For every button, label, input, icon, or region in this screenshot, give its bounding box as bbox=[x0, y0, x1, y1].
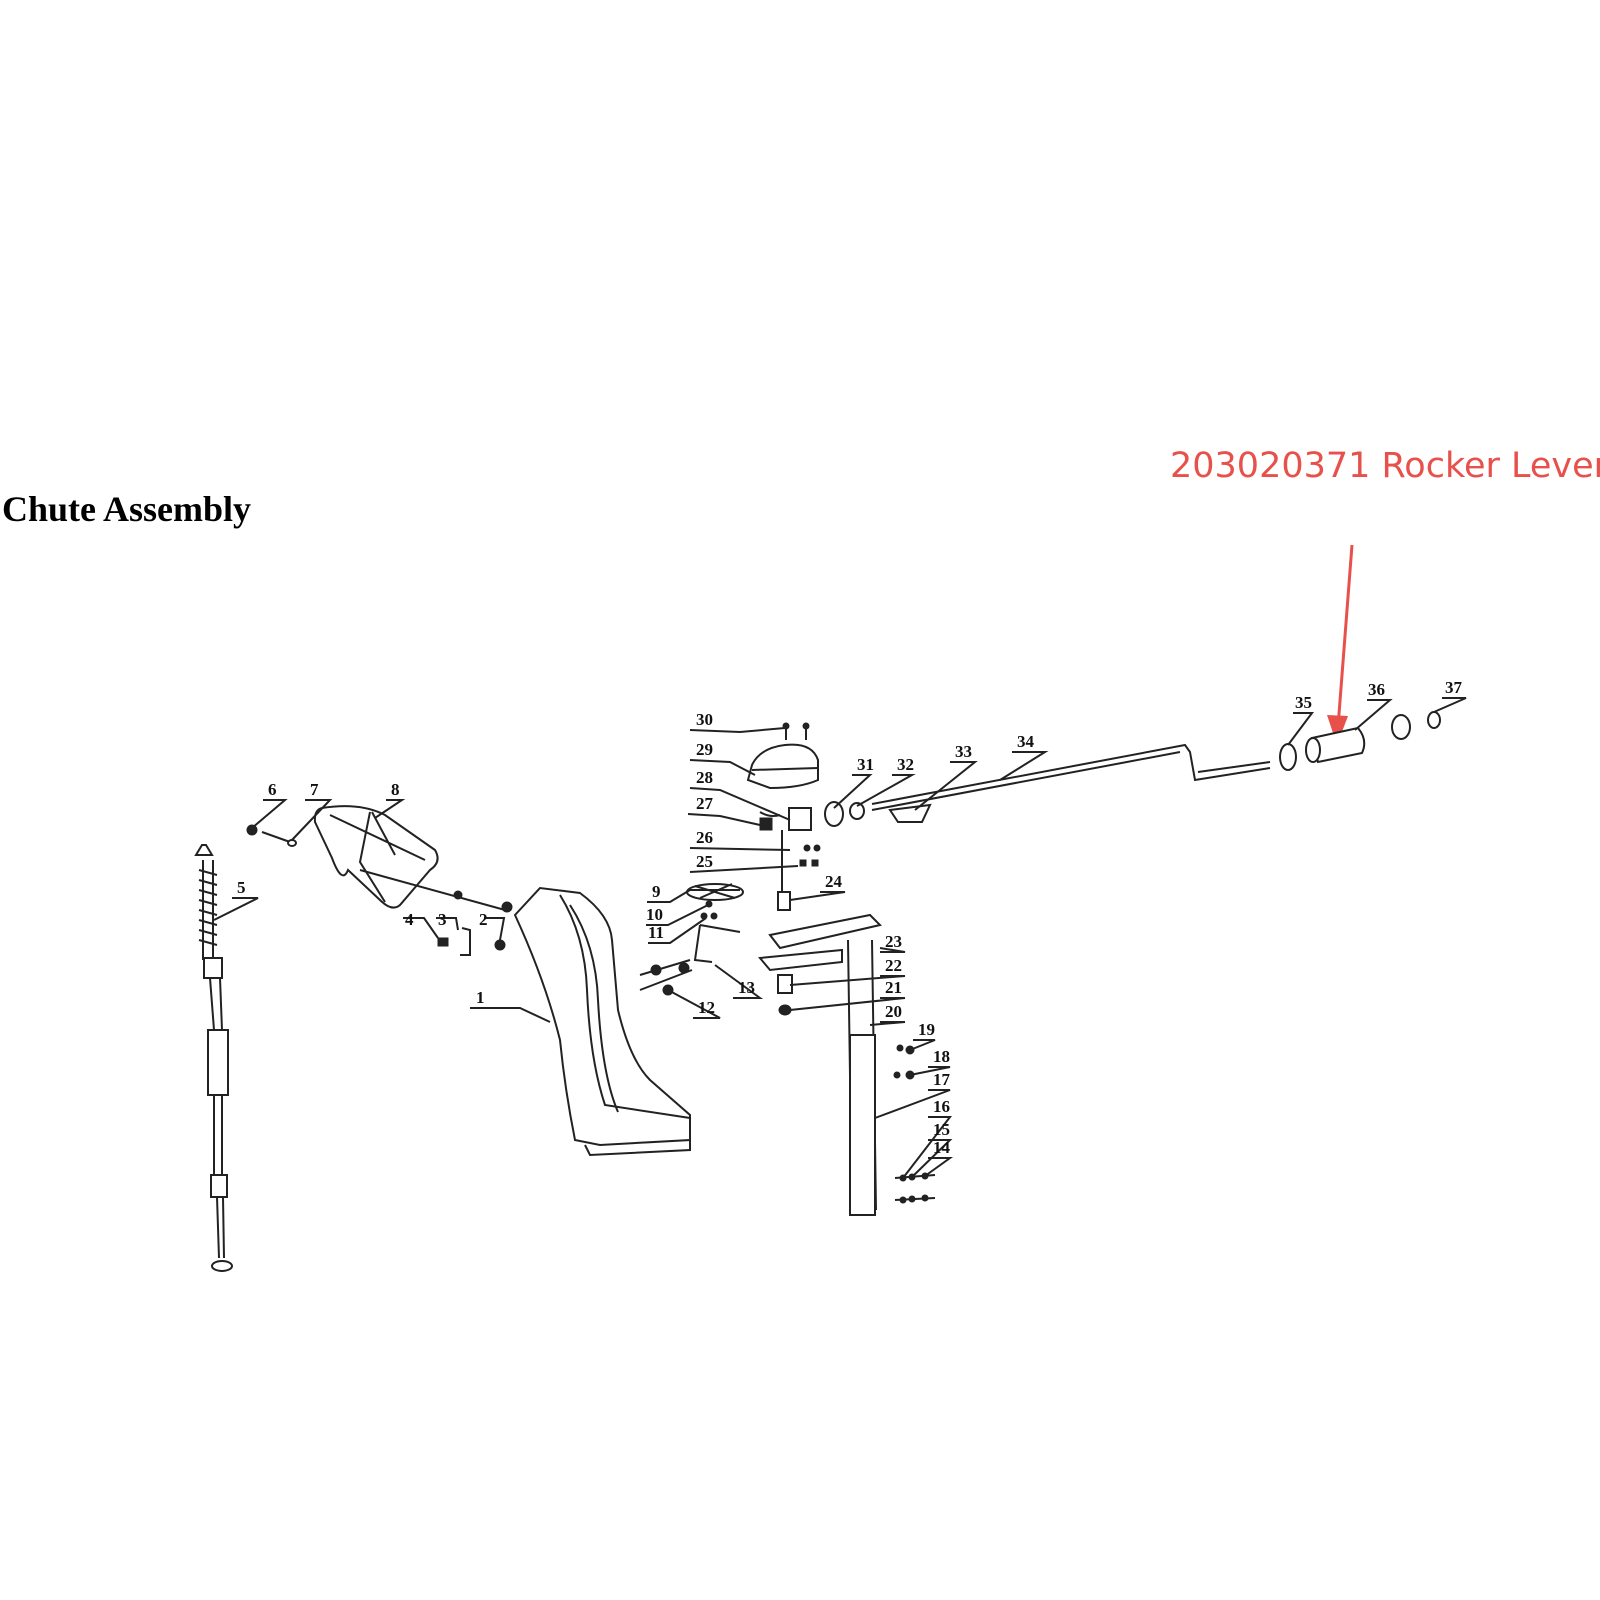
callout-label: 203020371 Rocker Lever bbox=[1170, 446, 1600, 486]
part-label-28: 28 bbox=[696, 768, 713, 787]
part-label-34: 34 bbox=[1017, 732, 1035, 751]
part-label-36: 36 bbox=[1368, 680, 1385, 699]
part-label-35: 35 bbox=[1295, 693, 1312, 712]
part-label-5: 5 bbox=[237, 878, 246, 897]
part-label-2: 2 bbox=[479, 910, 488, 929]
part-label-19: 19 bbox=[918, 1020, 935, 1039]
part-label-3: 3 bbox=[438, 910, 447, 929]
part-label-18: 18 bbox=[933, 1047, 950, 1066]
part-label-4: 4 bbox=[405, 910, 414, 929]
part-label-8: 8 bbox=[391, 780, 400, 799]
part-label-12: 12 bbox=[698, 998, 715, 1017]
part-label-30: 30 bbox=[696, 710, 713, 729]
part-label-24: 24 bbox=[825, 872, 843, 891]
part-label-11: 11 bbox=[648, 923, 664, 942]
part-label-27: 27 bbox=[696, 794, 714, 813]
part-label-16: 16 bbox=[933, 1097, 950, 1116]
part-label-25: 25 bbox=[696, 852, 713, 871]
part-label-17: 17 bbox=[933, 1070, 951, 1089]
part-label-6: 6 bbox=[268, 780, 277, 799]
leader-lines bbox=[213, 697, 1467, 1179]
parts-29-30-cap bbox=[746, 722, 819, 790]
part-label-9: 9 bbox=[652, 882, 661, 901]
part-label-31: 31 bbox=[857, 755, 874, 774]
part-label-21: 21 bbox=[885, 978, 902, 997]
part-label-37: 37 bbox=[1445, 678, 1463, 697]
part-label-32: 32 bbox=[897, 755, 914, 774]
parts-31-37-shaft bbox=[824, 711, 1441, 827]
part-label-20: 20 bbox=[885, 1002, 902, 1021]
part-label-1: 1 bbox=[476, 988, 485, 1007]
part-label-33: 33 bbox=[955, 742, 972, 761]
part-label-13: 13 bbox=[738, 978, 755, 997]
callout-arrow bbox=[1327, 544, 1354, 745]
part-5-cable-rod bbox=[194, 844, 233, 1272]
part-label-7: 7 bbox=[310, 780, 319, 799]
part-8-deflector bbox=[246, 805, 439, 909]
part-label-22: 22 bbox=[885, 956, 902, 975]
part-label-10: 10 bbox=[646, 905, 663, 924]
parts-9-13-gear-bracket bbox=[639, 883, 744, 996]
part-label-14: 14 bbox=[933, 1138, 951, 1157]
diagram-title: Chute Assembly bbox=[2, 489, 252, 529]
parts-2-3-4-hardware bbox=[359, 869, 513, 956]
part-label-15: 15 bbox=[933, 1120, 950, 1139]
part-1-chute-body bbox=[513, 886, 691, 1157]
part-label-29: 29 bbox=[696, 740, 713, 759]
parts-17-28-column bbox=[758, 807, 936, 1216]
part-number-labels: 1 2 3 4 5 6 7 8 9 10 11 12 13 14 15 16 1… bbox=[237, 678, 1463, 1157]
part-label-23: 23 bbox=[885, 932, 902, 951]
part-label-26: 26 bbox=[696, 828, 713, 847]
